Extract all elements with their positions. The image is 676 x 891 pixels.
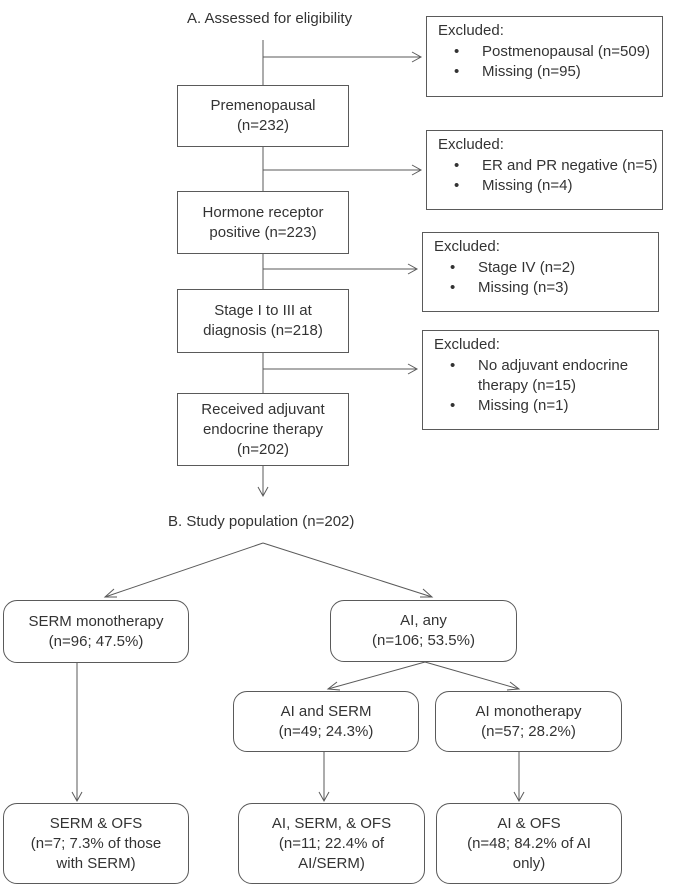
- box-line: (n=106; 53.5%): [372, 632, 475, 649]
- exclusion-item: ER and PR negative (n=5): [438, 156, 662, 176]
- box-line: (n=96; 47.5%): [48, 632, 144, 650]
- box-line: with SERM): [56, 854, 136, 872]
- box-line: (n=57; 28.2%): [481, 722, 576, 740]
- box-line: AI, SERM, & OFS: [271, 814, 392, 832]
- exclusion-item: Postmenopausal (n=509): [438, 42, 662, 62]
- box-line: SERM monotherapy: [28, 612, 164, 630]
- box-line: Received adjuvant: [201, 400, 325, 418]
- flow-box-ai-any: AI, any (n=106; 53.5%): [330, 600, 517, 662]
- box-line: Stage I to III at: [214, 302, 312, 319]
- exclusion-box: Excluded: Postmenopausal (n=509) Missing…: [426, 16, 663, 97]
- exclusion-box: Excluded: ER and PR negative (n=5) Missi…: [426, 130, 663, 210]
- box-line: (n=11; 22.4% of: [278, 834, 385, 852]
- exclusion-item: Missing (n=3): [434, 278, 658, 298]
- flow-box-serm-monotherapy: SERM monotherapy (n=96; 47.5%): [3, 600, 189, 663]
- exclusion-item-line: therapy (n=15): [478, 377, 576, 394]
- exclusion-box: Excluded: No adjuvant endocrine therapy …: [422, 330, 659, 430]
- branch-arrow: [262, 542, 433, 598]
- flow-box-ai-and-serm: AI and SERM (n=49; 24.3%): [233, 691, 419, 752]
- arrowhead: [257, 486, 269, 498]
- exclusion-item: No adjuvant endocrine therapy (n=15): [434, 356, 658, 396]
- box-line: (n=48; 84.2% of AI: [467, 834, 591, 852]
- flow-box-ai-serm-ofs: AI, SERM, & OFS (n=11; 22.4% of AI/SERM): [238, 803, 425, 884]
- box-line: endocrine therapy: [202, 420, 324, 438]
- panel-a-heading: A. Assessed for eligibility: [187, 10, 353, 27]
- exclusion-title: Excluded:: [438, 22, 504, 39]
- panel-b-heading: B. Study population (n=202): [168, 513, 355, 530]
- exclusion-title: Excluded:: [438, 136, 504, 153]
- exclusion-item: Missing (n=1): [434, 396, 658, 416]
- box-line: AI, any: [400, 612, 447, 629]
- flow-box-ai-ofs: AI & OFS (n=48; 84.2% of AI only): [436, 803, 622, 884]
- exclusion-item: Missing (n=4): [438, 176, 662, 196]
- box-line: Premenopausal: [210, 97, 316, 114]
- flow-box-hormone-receptor: Hormone receptor positive (n=223): [177, 191, 349, 254]
- box-line: AI and SERM: [280, 702, 372, 720]
- flow-box-stage: Stage I to III at diagnosis (n=218): [177, 289, 349, 353]
- box-line: only): [512, 854, 546, 872]
- flow-box-adjuvant: Received adjuvant endocrine therapy (n=2…: [177, 393, 349, 466]
- box-line: AI & OFS: [497, 814, 561, 832]
- box-line: diagnosis (n=218): [203, 322, 323, 339]
- box-line: AI monotherapy: [475, 702, 582, 720]
- exclusion-item-line: No adjuvant endocrine: [478, 357, 629, 374]
- box-line: SERM & OFS: [49, 814, 143, 832]
- box-line: (n=232): [236, 117, 290, 134]
- exclusion-title: Excluded:: [434, 238, 500, 255]
- flow-box-premenopausal: Premenopausal (n=232): [177, 85, 349, 147]
- exclusion-item: Missing (n=95): [438, 62, 662, 82]
- box-line: (n=49; 24.3%): [278, 722, 374, 740]
- box-line: AI/SERM): [298, 854, 365, 872]
- flow-box-ai-monotherapy: AI monotherapy (n=57; 28.2%): [435, 691, 622, 752]
- flow-box-serm-ofs: SERM & OFS (n=7; 7.3% of those with SERM…: [3, 803, 189, 884]
- branch-arrow: [327, 661, 426, 690]
- exclusion-title: Excluded:: [434, 336, 500, 353]
- box-line: (n=202): [236, 440, 290, 458]
- exclusion-box: Excluded: Stage IV (n=2) Missing (n=3): [422, 232, 659, 312]
- branch-arrow: [424, 661, 520, 690]
- box-line: positive (n=223): [209, 223, 317, 241]
- branch-arrow: [104, 542, 264, 598]
- exclusion-item: Stage IV (n=2): [434, 258, 658, 278]
- box-line: (n=7; 7.3% of those: [30, 834, 162, 852]
- box-line: Hormone receptor: [202, 203, 324, 221]
